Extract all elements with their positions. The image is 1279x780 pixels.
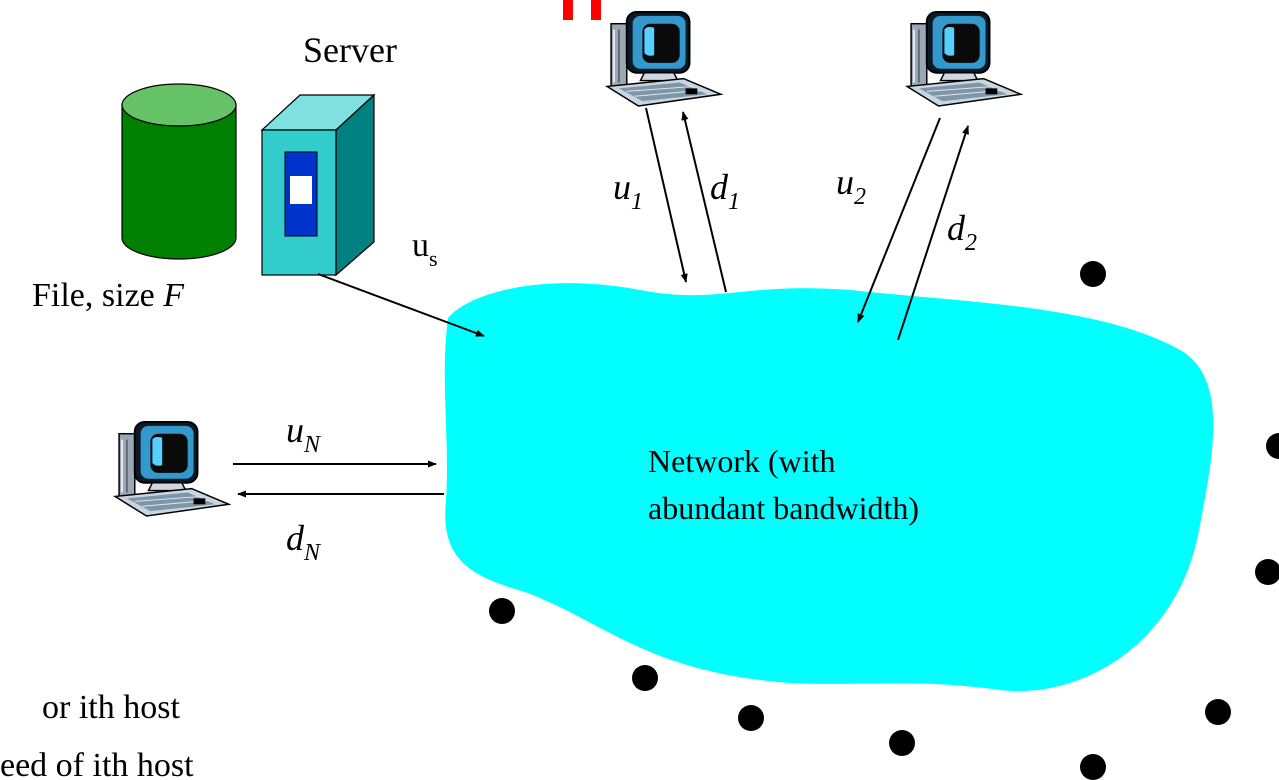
arrow-d1: [681, 111, 727, 293]
title-fragment-right: [591, 0, 601, 20]
title-fragment-left: [563, 0, 573, 20]
additional-peer-dots: [489, 261, 1279, 780]
arrow-u1: [645, 107, 688, 283]
uN-label: uN: [286, 410, 322, 458]
network-label-line2: abundant bandwidth): [648, 490, 919, 526]
us-label: us: [412, 227, 438, 271]
server-label: Server: [303, 30, 397, 70]
arrow-us: [317, 273, 485, 337]
d1-label: d1: [710, 167, 740, 215]
file-size-label: File, size F: [32, 277, 185, 314]
dN-label: dN: [286, 518, 322, 566]
footer-text-line2: eed of ith host: [0, 747, 194, 780]
arrow-u2: [857, 117, 941, 323]
peer-n-computer-icon: [114, 420, 230, 518]
peer-2-computer-icon: [906, 10, 1022, 108]
server-icon: [260, 93, 376, 277]
peer-1-computer-icon: [606, 10, 722, 108]
footer-text-line1: or ith host: [42, 689, 180, 726]
arrow-d2: [897, 125, 969, 341]
network-cloud: [444, 283, 1214, 692]
u1-label: u1: [613, 167, 643, 215]
u2-label: u2: [836, 162, 866, 210]
file-cylinder-icon: [121, 83, 237, 260]
network-label-line1: Network (with: [648, 443, 836, 479]
d2-label: d2: [947, 208, 977, 256]
